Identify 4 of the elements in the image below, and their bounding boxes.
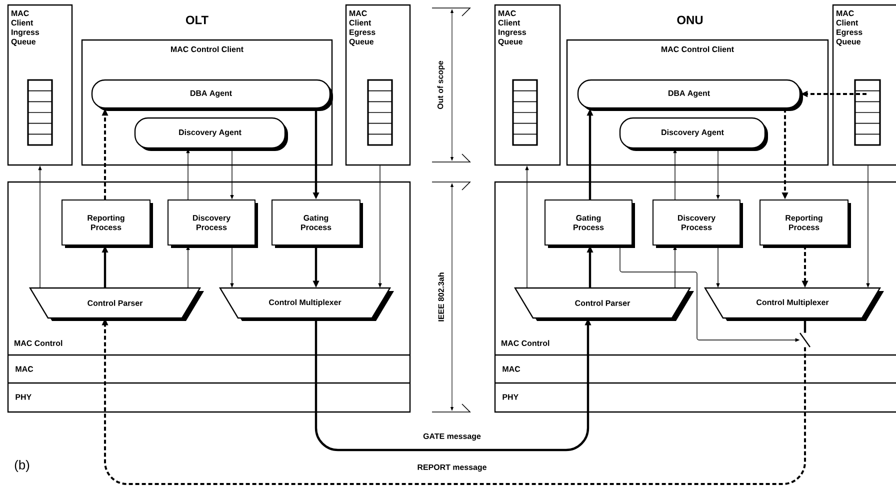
panel-label: (b) <box>14 460 30 472</box>
heading: OLT <box>186 16 208 24</box>
heading: ONU <box>677 16 703 24</box>
switch-symbol <box>800 332 810 348</box>
